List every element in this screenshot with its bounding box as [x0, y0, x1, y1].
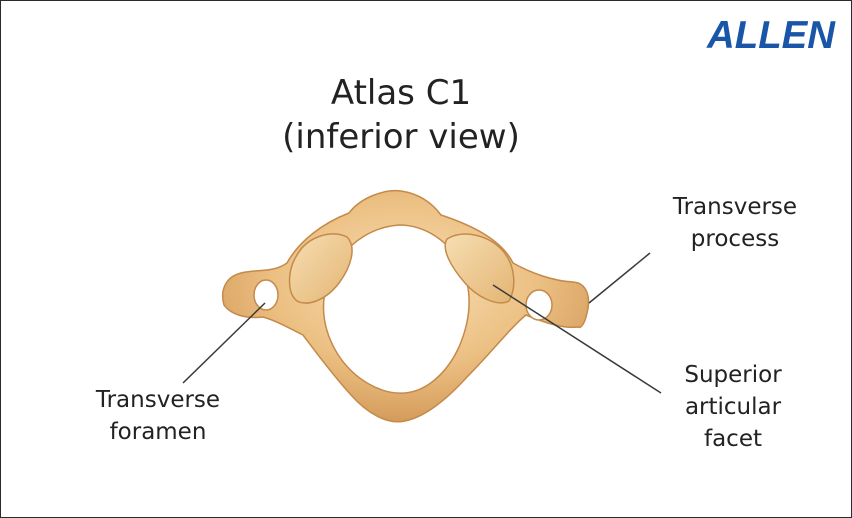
right-transverse-foramen	[525, 289, 553, 321]
diagram-title: Atlas C1 (inferior view)	[191, 71, 611, 159]
label-transverse-process: Transverse process	[647, 191, 823, 255]
right-articular-facet	[444, 233, 515, 304]
title-line-1: Atlas C1	[330, 73, 472, 113]
label-saf-line-1: Superior	[684, 362, 782, 388]
left-articular-facet	[288, 233, 353, 304]
label-transverse-foramen-line-1: Transverse	[95, 387, 221, 413]
leader-transverse-foramen	[182, 302, 266, 384]
label-transverse-process-line-1: Transverse	[672, 194, 798, 220]
allen-logo-text: ALLEN	[706, 14, 836, 53]
label-transverse-foramen: Transverse foramen	[67, 384, 249, 448]
label-saf-line-3: facet	[703, 426, 762, 452]
label-saf-line-2: articular	[684, 394, 782, 420]
label-transverse-process-line-2: process	[690, 226, 780, 252]
allen-logo-mark: ALLEN	[706, 14, 836, 53]
label-transverse-foramen-line-2: foramen	[109, 419, 207, 445]
left-transverse-foramen	[253, 279, 279, 311]
allen-logo: ALLEN	[705, 13, 837, 53]
title-line-2: (inferior view)	[282, 117, 520, 157]
label-superior-articular-facet: Superior articular facet	[661, 359, 805, 455]
leader-transverse-process	[588, 252, 651, 304]
leader-superior-articular-facet	[492, 284, 662, 394]
